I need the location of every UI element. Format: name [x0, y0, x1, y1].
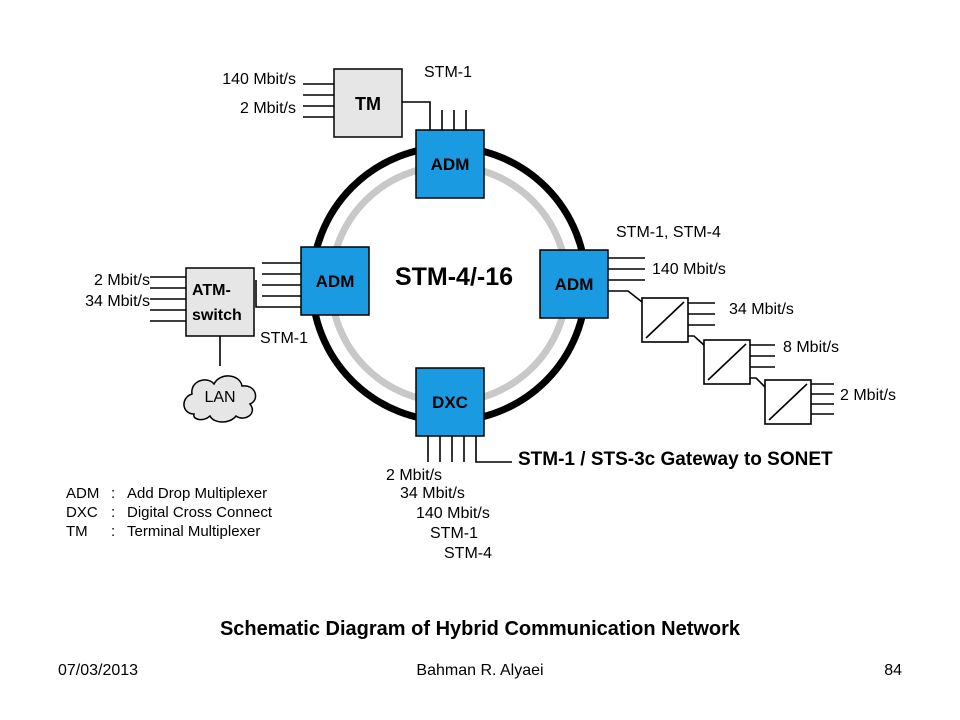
- mux-2-label: 2 Mbit/s: [840, 387, 896, 404]
- lan-cloud: LAN: [183, 375, 257, 423]
- legend-sep-dxc: :: [111, 504, 115, 521]
- legend-text-dxc: Digital Cross Connect: [127, 504, 273, 521]
- stm1-left-label: STM-1: [260, 330, 308, 347]
- legend-abbr-tm: TM: [66, 523, 88, 540]
- adm-left-label: ADM: [316, 272, 355, 291]
- mux-box-3: [764, 379, 834, 425]
- legend-abbr-adm: ADM: [66, 485, 99, 502]
- legend-text-tm: Terminal Multiplexer: [127, 523, 260, 540]
- legend: ADM : Add Drop Multiplexer DXC : Digital…: [66, 485, 273, 540]
- dxc-rate-2: 2 Mbit/s: [386, 467, 442, 484]
- dxc-rate-34: 34 Mbit/s: [400, 485, 465, 502]
- atm-rate-2: 2 Mbit/s: [94, 272, 150, 289]
- legend-abbr-dxc: DXC: [66, 504, 98, 521]
- gateway-label: STM-1 / STS-3c Gateway to SONET: [518, 449, 833, 470]
- atm-rate-34: 34 Mbit/s: [85, 293, 150, 310]
- mux-box-2: [703, 339, 775, 389]
- legend-sep-tm: :: [111, 523, 115, 540]
- mux-34-label: 34 Mbit/s: [729, 301, 794, 318]
- atm-switch-node: ATM- switch: [150, 267, 255, 366]
- tm-rate-140: 140 Mbit/s: [222, 71, 296, 88]
- dxc-stm4: STM-4: [444, 545, 492, 562]
- dxc-rate-140: 140 Mbit/s: [416, 505, 490, 522]
- adm-top-label: ADM: [431, 155, 470, 174]
- right-stm-label: STM-1, STM-4: [616, 224, 721, 241]
- right-140-label: 140 Mbit/s: [652, 261, 726, 278]
- mux-8-label: 8 Mbit/s: [783, 339, 839, 356]
- adm-left-node: ADM: [255, 246, 370, 316]
- atm-label-line1: ATM-: [192, 282, 231, 299]
- legend-sep-adm: :: [111, 485, 115, 502]
- mux-box-1: [641, 297, 715, 347]
- adm-top-node: ADM: [415, 129, 485, 199]
- ring-label: STM-4/-16: [395, 263, 513, 291]
- atm-label-line2: switch: [192, 307, 242, 324]
- diagram-caption: Schematic Diagram of Hybrid Communicatio…: [219, 618, 741, 640]
- dxc-stm1: STM-1: [430, 525, 478, 542]
- legend-text-adm: Add Drop Multiplexer: [127, 485, 267, 502]
- tm-rate-2: 2 Mbit/s: [240, 100, 296, 117]
- dxc-node: DXC: [415, 367, 512, 463]
- footer-page-number: 84: [884, 662, 902, 679]
- adm-right-node: ADM: [539, 249, 645, 319]
- adm-right-label: ADM: [555, 275, 594, 294]
- footer-author: Bahman R. Alyaei: [416, 662, 544, 679]
- stm1-top-label: STM-1: [424, 64, 472, 81]
- dxc-label: DXC: [432, 393, 468, 412]
- tm-label: TM: [355, 94, 381, 114]
- lan-label: LAN: [204, 389, 235, 406]
- footer-date: 07/03/2013: [58, 662, 139, 679]
- tm-node: TM: [303, 68, 467, 138]
